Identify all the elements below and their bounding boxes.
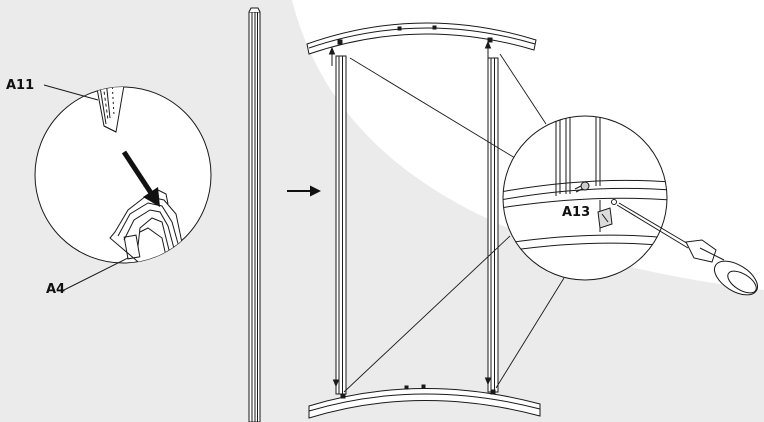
part-a11-strip [91, 87, 129, 133]
right-post [487, 57, 499, 393]
motion-arrows [328, 40, 492, 388]
frame-assembly [306, 22, 541, 419]
leader-a11 [43, 84, 99, 101]
top-rail [306, 22, 537, 55]
left-post [335, 55, 347, 395]
screw-a13 [574, 181, 617, 205]
detail-circle-right [502, 115, 668, 281]
arrow-down-left-icon [332, 368, 340, 388]
screwdriver-icon [616, 202, 758, 296]
vertical-profile [248, 7, 261, 422]
label-a13: A13 [562, 205, 590, 220]
arrow-down-right-icon [484, 366, 492, 386]
leader-a4 [63, 257, 129, 291]
label-a4: A4 [46, 282, 65, 297]
arrow-up-left-icon [328, 46, 336, 66]
detail-leaders [343, 53, 565, 393]
bottom-rail [308, 384, 541, 419]
insert-arrow-icon [121, 150, 160, 207]
step-arrow-right-icon [287, 185, 321, 197]
label-a11: A11 [6, 78, 34, 93]
arrow-up-right-icon [484, 40, 492, 60]
